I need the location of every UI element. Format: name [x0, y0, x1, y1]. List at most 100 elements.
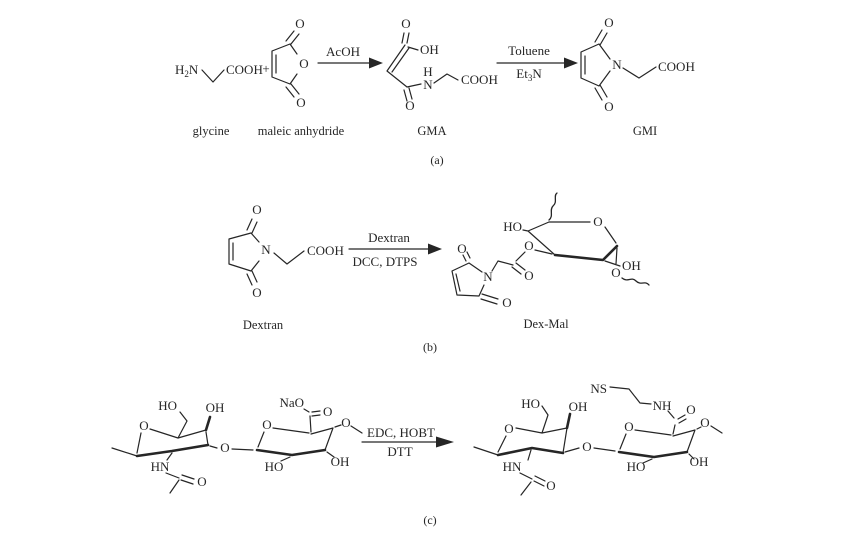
cooh-label: COOH — [461, 72, 498, 87]
pyranose-front-bold-bonds — [553, 244, 619, 262]
glycine-structure: H2N COOH glycine — [175, 62, 263, 138]
o-glycosidic-label: O — [582, 439, 591, 454]
oh-c3-label: OH — [331, 454, 350, 469]
o-acetyl-label: O — [546, 478, 555, 493]
o-acetyl-label: O — [197, 474, 206, 489]
o-methoxy-label: O — [700, 415, 709, 430]
disaccharide-reactant-structure: HO OH O HN O O NaO O O O HO OH — [111, 395, 363, 494]
o-ring1-label: O — [139, 418, 148, 433]
cooh-label: COOH — [307, 243, 344, 258]
arrow-reagent-label: Dextran — [368, 230, 410, 245]
o-top-label: O — [604, 15, 613, 30]
arrow-reductant-label: DTT — [387, 444, 412, 459]
arrow-coupling-label: EDC, HOBT — [367, 425, 435, 440]
o-bottom-label: O — [296, 95, 305, 110]
scheme-c: HO OH O HN O O NaO O O O HO OH EDC, HOBT… — [111, 381, 723, 527]
maleic-anhydride-name: maleic anhydride — [258, 124, 345, 138]
arrow-head — [369, 57, 383, 69]
arrow-base-label: Et3N — [516, 66, 542, 83]
nao-label: NaO — [279, 395, 304, 410]
ring1-front-bold-bonds — [496, 446, 565, 457]
oh-c3-label: OH — [690, 454, 709, 469]
hn-label: HN — [151, 459, 170, 474]
ho-c2-label: HO — [627, 459, 646, 474]
arrow-solvent-label: Toluene — [508, 43, 550, 58]
reaction-arrow-a1: AcOH — [317, 44, 383, 69]
n-label: N — [423, 77, 433, 92]
o-bottom-label: O — [604, 99, 613, 114]
o-top-label: O — [252, 202, 261, 217]
ring1-bonds — [111, 411, 218, 461]
o-maleimide-top-label: O — [457, 241, 466, 256]
arrow-head — [436, 436, 454, 448]
scheme-a: H2N COOH glycine + O O O maleic anhydrid… — [175, 15, 695, 167]
nh-amide-label: NH — [653, 398, 672, 413]
caption-c: (c) — [423, 513, 436, 527]
ring2-front-bold-bonds — [255, 448, 327, 457]
o-bottom-label: O — [252, 285, 261, 300]
ring2-bonds — [593, 386, 723, 464]
o-ring2-label: O — [262, 417, 271, 432]
reactant-name: Dextran — [243, 318, 284, 332]
o-ester-label: O — [524, 238, 533, 253]
ho-label: HO — [503, 219, 522, 234]
n-label: N — [483, 269, 493, 284]
o-carbonyl-label: O — [524, 268, 533, 283]
arrow-head — [428, 243, 442, 255]
n-label: N — [261, 242, 271, 257]
scheme-b: O N O COOH Dextran Dextran DCC, DTPS O N… — [228, 192, 650, 354]
ring2-bonds — [231, 408, 363, 462]
glycine-bonds — [201, 69, 225, 83]
glycine-cooh-label: COOH — [226, 62, 263, 77]
maleimide-ester-bonds — [451, 249, 553, 305]
o-anomeric-label: O — [611, 265, 620, 280]
o-maleimide-bottom-label: O — [502, 295, 511, 310]
ring1-bonds — [473, 405, 580, 461]
o-carboxylate-label: O — [323, 404, 332, 419]
o-top-label: O — [295, 16, 304, 31]
cooh-label: COOH — [658, 59, 695, 74]
polymer-squiggle-anomeric — [621, 277, 650, 286]
arrow-coupling-label: DCC, DTPS — [352, 254, 417, 269]
dex-mal-structure: O N O O O HO O OH O Dex-Mal — [451, 192, 650, 331]
n-label: N — [612, 57, 622, 72]
o-ring-label: O — [593, 214, 602, 229]
gma-structure: O OH O H N COOH GMA — [386, 16, 498, 138]
ho-ch2-label: HO — [521, 396, 540, 411]
gmi-structure: O N O COOH GMI — [580, 15, 695, 138]
gmi-structure-b: O N O COOH Dextran — [228, 202, 344, 332]
o-methoxy-label: O — [341, 415, 350, 430]
caption-a: (a) — [430, 153, 443, 167]
ho-ch2-label: HO — [158, 398, 177, 413]
ho-c2-label: HO — [265, 459, 284, 474]
o-ring1-label: O — [504, 421, 513, 436]
acetyl-bonds — [519, 472, 546, 496]
glycine-name: glycine — [193, 124, 230, 138]
oh-c4-label: OH — [206, 400, 225, 415]
hn-label: HN — [503, 459, 522, 474]
plus-sign: + — [262, 61, 269, 76]
ns-thiol-label: NS — [590, 381, 607, 396]
o-amide-label: O — [686, 402, 695, 417]
gmi-b-bonds — [228, 218, 305, 286]
ring1-oh-wedge — [204, 415, 212, 432]
arrow-reagent-label: AcOH — [326, 44, 360, 59]
o-bottom-label: O — [405, 98, 414, 113]
gmi-bonds — [580, 29, 657, 101]
disaccharide-product-structure: NS NH O HO OH O HN O O O O HO OH — [473, 381, 723, 496]
oh-label: OH — [420, 42, 439, 57]
o-ring-label: O — [299, 56, 308, 71]
polymer-squiggle-top — [548, 192, 558, 221]
product-name: Dex-Mal — [523, 317, 569, 331]
h-label: H — [423, 64, 432, 79]
reaction-arrow-b: Dextran DCC, DTPS — [348, 230, 442, 269]
pyranose-bonds — [522, 221, 621, 267]
o-glycosidic-label: O — [220, 440, 229, 455]
ring1-front-bold-bonds — [135, 443, 210, 458]
oh-c4-label: OH — [569, 399, 588, 414]
arrow-head — [564, 57, 578, 69]
oh-label: OH — [622, 258, 641, 273]
gma-bonds — [386, 32, 459, 102]
